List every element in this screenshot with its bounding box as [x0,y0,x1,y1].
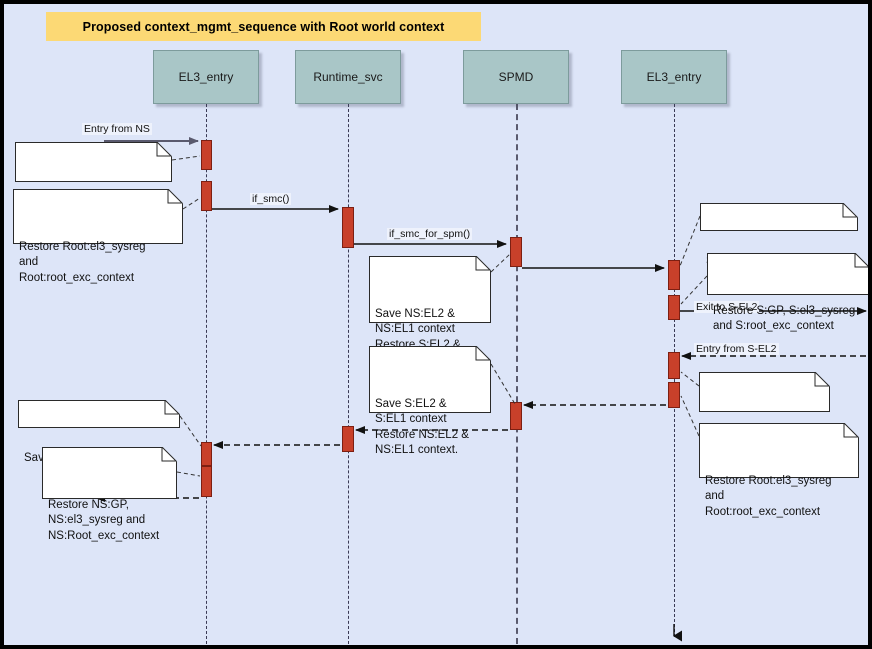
note-leader-6 [680,275,708,305]
note-text: Restore Root:el3_sysreg and Root:root_ex… [705,474,832,518]
note-leader-4 [490,363,516,405]
note-leader-10 [176,471,201,477]
note-text: Restore Root:el3_sysreg and Root:root_ex… [19,240,146,284]
activation-bar[interactable] [668,295,680,320]
participant-label: Runtime_svc [313,70,383,84]
activation-bar[interactable] [510,237,522,267]
note-leader-9 [179,415,202,447]
activation-bar[interactable] [201,181,212,211]
lifeline-spmd [516,104,518,644]
message-label-entry-from-sel2: Entry from S-EL2 [694,343,779,355]
note-text: Restore NS:GP, NS:el3_sysreg and NS:Root… [48,498,160,542]
participant-spmd[interactable]: SPMD [463,50,569,104]
note-fold-icon [168,189,183,204]
note-leader-5 [679,215,701,267]
note-leader-3 [490,253,511,273]
note-fold-icon [476,256,491,271]
message-label-entry-from-ns: Entry from NS [82,123,152,135]
activation-bar[interactable] [668,260,680,290]
note-leader-8 [680,395,700,437]
activation-bar[interactable] [342,207,354,248]
note-leader-7 [680,371,700,387]
message-label-if-smc: if_smc() [250,193,292,205]
lifeline-el3-entry-left [206,104,207,644]
note-save-ns-el2-restore-s-el2[interactable]: Save NS:EL2 & NS:EL1 context Restore S:E… [369,256,491,366]
participant-label: EL3_entry [178,70,234,84]
participant-el3-entry-left[interactable]: EL3_entry [153,50,259,104]
message-label-if-smc-for-spm: if_smc_for_spm() [387,228,473,240]
note-save-root-exc-context-right[interactable]: Save Root:root_exc_context [700,203,858,267]
diagram-title: Proposed context_mgmt_sequence with Root… [82,19,445,34]
note-leader-1 [171,155,201,161]
note-save-root-exc-context-left[interactable]: Save Root:root_exc_context [18,400,180,464]
participant-runtime-svc[interactable]: Runtime_svc [295,50,401,104]
note-fold-icon [844,423,859,438]
note-leader-2 [182,197,201,210]
activation-bar[interactable] [668,382,680,408]
message-label-exit-to-sel2: Exit to S-EL2 [694,301,760,313]
note-fold-icon [843,203,858,218]
note-save-s-gp[interactable]: Save S:GP and S:root_exc_context [699,372,830,451]
activation-bar[interactable] [201,140,212,170]
activation-bar[interactable] [342,426,354,452]
activation-bar[interactable] [668,352,680,379]
note-restore-ns-gp[interactable]: Restore NS:GP, NS:el3_sysreg and NS:Root… [42,447,177,542]
diagram-title-bar: Proposed context_mgmt_sequence with Root… [46,12,481,41]
activation-bar[interactable] [201,442,212,466]
note-save-s-el2-restore-ns-el2[interactable]: Save S:EL2 & S:EL1 context Restore NS:EL… [369,346,491,456]
note-fold-icon [157,142,172,157]
note-fold-icon [476,346,491,361]
note-restore-root-el3-sysreg-right[interactable]: Restore Root:el3_sysreg and Root:root_ex… [699,423,859,518]
note-fold-icon [165,400,180,415]
note-save-ns-gp[interactable]: Save NS:GP and NS:Root_exc_context [15,142,172,221]
note-fold-icon [855,253,868,268]
note-fold-icon [162,447,177,462]
activation-bar[interactable] [201,466,212,497]
lifeline-runtime-svc [348,104,349,644]
note-text: Restore S:GP, S:el3_sysreg and S:root_ex… [713,304,856,333]
participant-label: SPMD [498,70,534,84]
participant-label: EL3_entry [646,70,702,84]
note-restore-s-gp[interactable]: Restore S:GP, S:el3_sysreg and S:root_ex… [707,253,868,332]
activation-bar[interactable] [510,402,522,430]
participant-el3-entry-right[interactable]: EL3_entry [621,50,727,104]
note-restore-root-el3-sysreg[interactable]: Restore Root:el3_sysreg and Root:root_ex… [13,189,183,284]
note-fold-icon [815,372,830,387]
note-text: Save S:EL2 & S:EL1 context Restore NS:EL… [375,397,469,457]
